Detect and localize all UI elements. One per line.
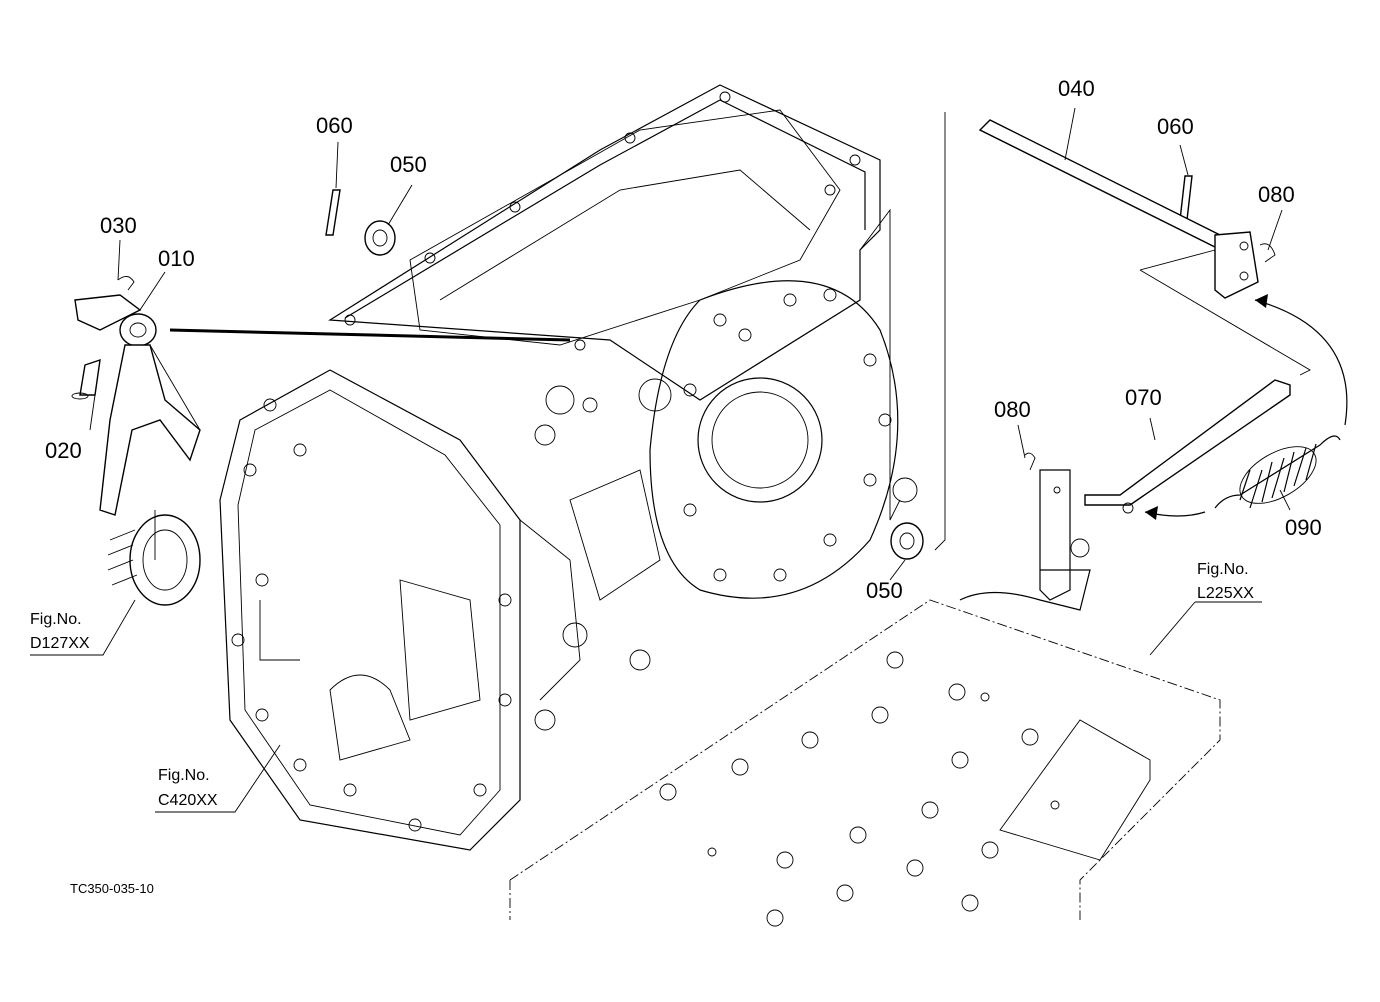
base-plate: [509, 469, 1221, 927]
transmission-case: [219, 84, 918, 851]
assembly-arrows: [169, 112, 1348, 551]
shaft-040: [978, 119, 1276, 299]
figref-c420-line1: Fig.No.: [158, 767, 210, 784]
rod-070: [1024, 379, 1291, 514]
leader-lines: [30, 107, 1291, 813]
callout-060-right: 060: [1157, 114, 1194, 139]
spring-090: [1214, 435, 1341, 509]
figure-references: Fig.No. D127XX Fig.No. C420XX Fig.No. L2…: [30, 561, 1254, 809]
callout-030: 030: [100, 213, 137, 238]
callout-labels: 010 020 030 040 050 050 060 060 070 080 …: [45, 76, 1322, 603]
figref-l225-line2: L225XX: [1197, 585, 1254, 602]
shift-fork-assembly: [71, 276, 201, 516]
callout-040: 040: [1058, 76, 1095, 101]
callout-090: 090: [1285, 515, 1322, 540]
figref-d127-line2: D127XX: [30, 635, 90, 652]
callout-080-top: 080: [1258, 182, 1295, 207]
callout-010: 010: [158, 246, 195, 271]
callout-080-left: 080: [994, 397, 1031, 422]
callout-070: 070: [1125, 385, 1162, 410]
drawing-code: TC350-035-10: [70, 881, 154, 896]
figref-l225-line1: Fig.No.: [1197, 561, 1249, 578]
callout-050-bottom: 050: [866, 578, 903, 603]
callout-060-left: 060: [316, 113, 353, 138]
callout-020: 020: [45, 438, 82, 463]
seals-and-pins: [325, 175, 1193, 560]
callout-050-top: 050: [390, 152, 427, 177]
figref-d127-line1: Fig.No.: [30, 611, 82, 628]
release-bearing: [107, 514, 201, 606]
figref-c420-line2: C420XX: [158, 792, 218, 809]
